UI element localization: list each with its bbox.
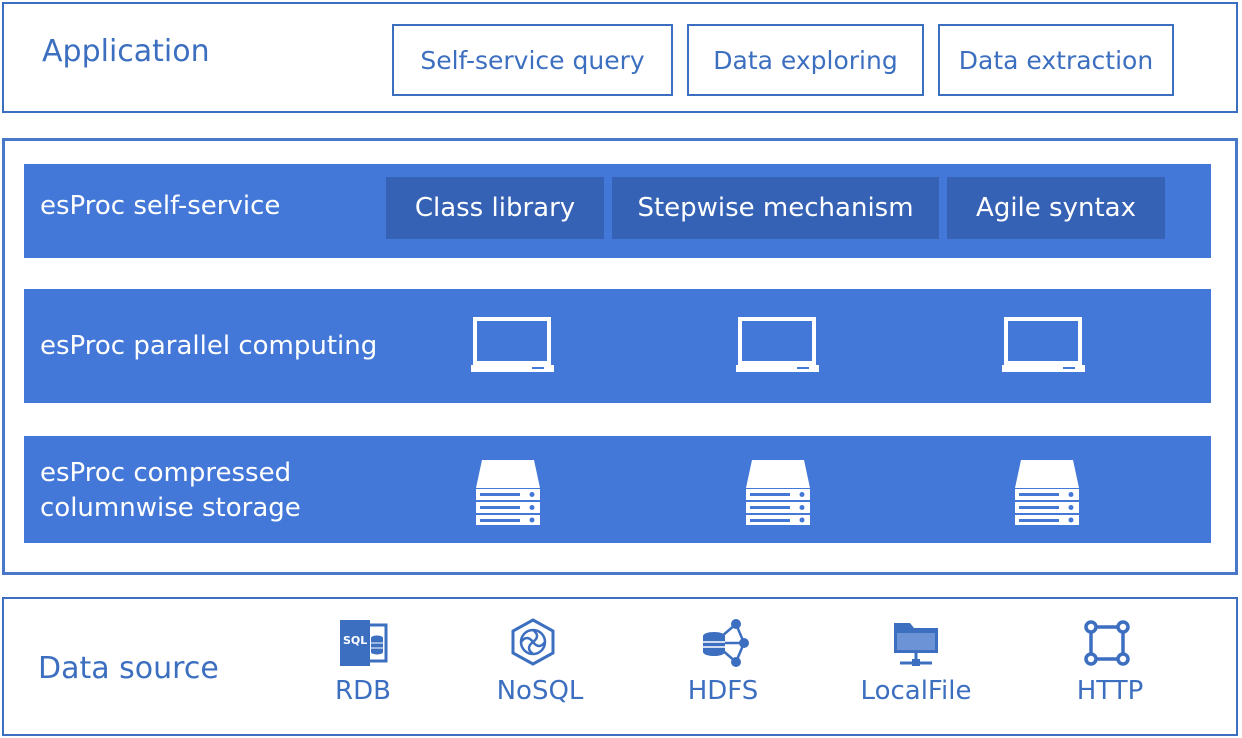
self-service-query-box: Self-service query (392, 24, 673, 96)
nosql-hexagon-icon (511, 618, 555, 666)
storage-label-line2: columnwise storage (40, 493, 301, 523)
localfile-label: LocalFile (860, 676, 972, 706)
stepwise-mechanism-chip: Stepwise mechanism (612, 177, 939, 239)
rdb-label: RDB (335, 676, 391, 706)
sql-database-icon: SQL (340, 620, 388, 666)
application-title: Application (42, 34, 210, 69)
columnwise-storage-band: esProc compressed columnwise storage (24, 436, 1211, 543)
folder-network-icon (894, 623, 938, 666)
self-service-band: esProc self-service Class library Stepwi… (24, 164, 1211, 258)
svg-text:SQL: SQL (343, 634, 367, 647)
nosql-label: NoSQL (496, 676, 584, 706)
storage-label-line1: esProc compressed (40, 458, 292, 488)
laptop-icon (471, 317, 554, 372)
data-extraction-box: Data extraction (938, 24, 1174, 96)
self-service-label: esProc self-service (40, 191, 281, 221)
agile-syntax-chip: Agile syntax (947, 177, 1165, 239)
parallel-computing-band: esProc parallel computing (24, 289, 1211, 403)
class-library-chip: Class library (386, 177, 604, 239)
data-source-panel (2, 597, 1238, 736)
data-source-title: Data source (38, 651, 219, 686)
hdfs-network-icon (703, 619, 749, 667)
laptop-icon (736, 317, 819, 372)
server-icon (1015, 460, 1079, 525)
laptop-icon (1002, 317, 1085, 372)
hdfs-label: HDFS (687, 676, 759, 706)
http-label: HTTP (1076, 676, 1144, 706)
server-icon (476, 460, 540, 525)
server-icon (746, 460, 810, 525)
application-panel: Application Self-service query Data expl… (2, 2, 1238, 113)
parallel-computing-label: esProc parallel computing (40, 331, 378, 361)
data-exploring-box: Data exploring (687, 24, 924, 96)
http-nodes-icon (1084, 620, 1130, 666)
